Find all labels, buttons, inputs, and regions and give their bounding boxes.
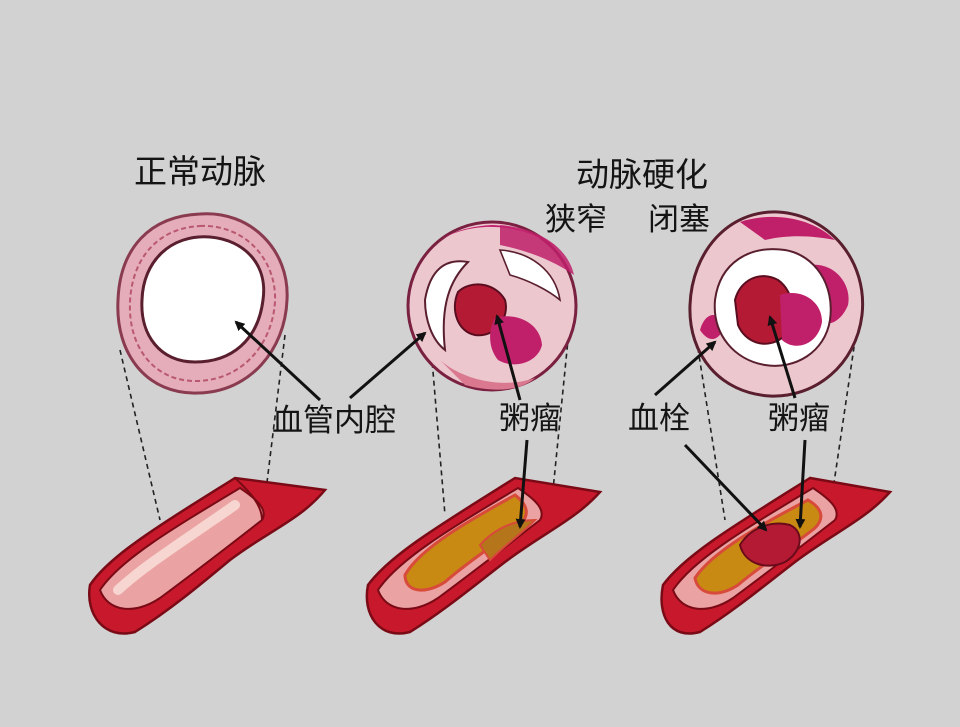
pointer-arrows	[234, 314, 807, 532]
narrowing-cross-section	[406, 220, 578, 392]
label-thrombus: 血栓	[628, 401, 690, 437]
label-atheroma-occlusion: 粥瘤	[768, 401, 830, 437]
label-narrowing: 狭窄	[545, 202, 607, 238]
normal-vessel	[87, 476, 328, 635]
label-atherosclerosis: 动脉硬化	[576, 155, 708, 194]
narrowing-vessel	[365, 476, 603, 635]
label-atheroma-narrowing: 粥瘤	[499, 401, 561, 437]
label-occlusion: 闭塞	[648, 202, 710, 238]
occlusion-vessel	[660, 476, 893, 635]
label-lumen: 血管内腔	[272, 403, 396, 439]
occlusion-cross-section	[688, 210, 865, 398]
normal-lumen	[140, 235, 266, 364]
normal-artery-cross-section	[116, 212, 289, 395]
label-normal-artery: 正常动脉	[134, 152, 266, 191]
